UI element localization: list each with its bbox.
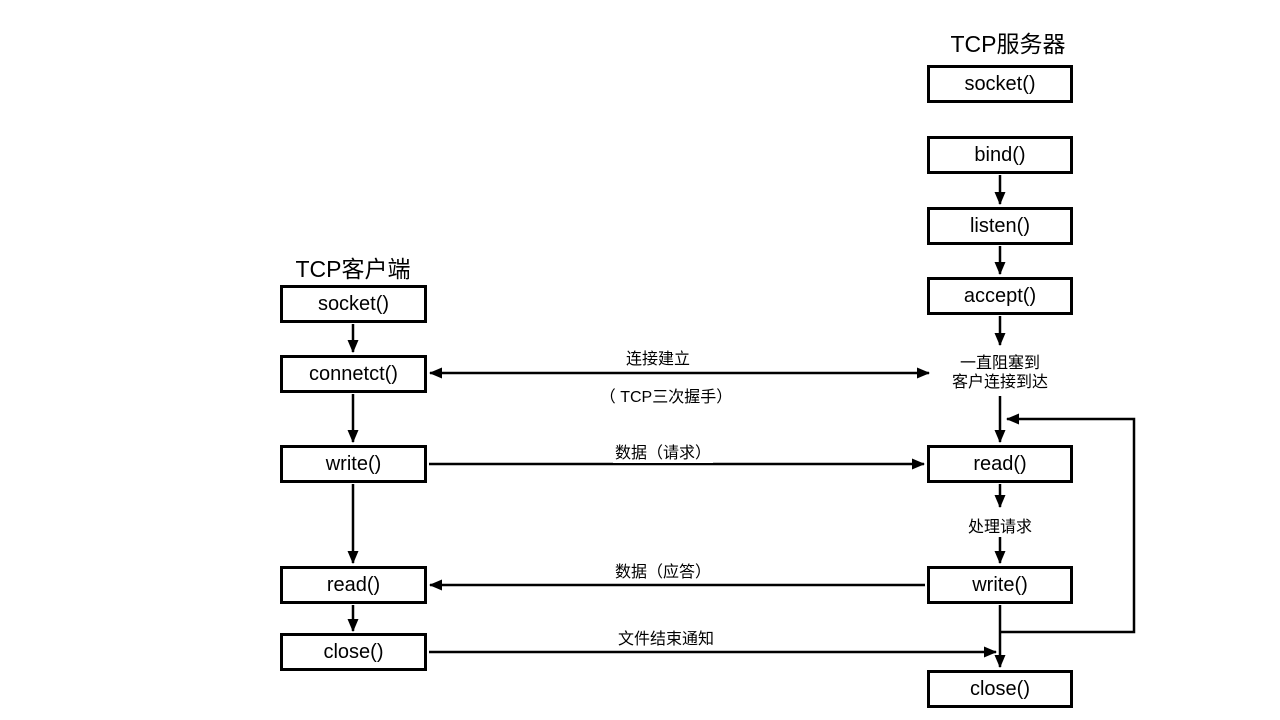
edge-loopback [1000,413,1136,634]
server-block-note: 一直阻塞到 客户连接到达 [951,354,1049,392]
label-connection-establish: 连接建立 [623,345,693,369]
server-accept-box: accept() [927,277,1073,315]
client-write-box: write() [280,445,427,483]
label-three-way-handshake: （ TCP三次握手） [597,383,735,407]
server-block-note-line1: 一直阻塞到 [959,355,1041,372]
server-process-note: 处理请求 [965,513,1035,537]
server-column-title: TCP服务器 [950,31,1066,57]
client-close-box: close() [280,633,427,671]
client-column-title: TCP客户端 [295,256,411,282]
server-socket-box: socket() [927,65,1073,103]
label-data-request: 数据（请求） [612,439,714,463]
server-bind-box: bind() [927,136,1073,174]
label-data-reply: 数据（应答） [612,558,714,582]
server-close-box: close() [927,670,1073,708]
client-read-box: read() [280,566,427,604]
server-read-box: read() [927,445,1073,483]
label-eof-notify: 文件结束通知 [615,625,717,649]
client-socket-box: socket() [280,285,427,323]
server-write-box: write() [927,566,1073,604]
client-connect-box: connetct() [280,355,427,393]
server-block-note-line2: 客户连接到达 [951,374,1049,391]
server-listen-box: listen() [927,207,1073,245]
